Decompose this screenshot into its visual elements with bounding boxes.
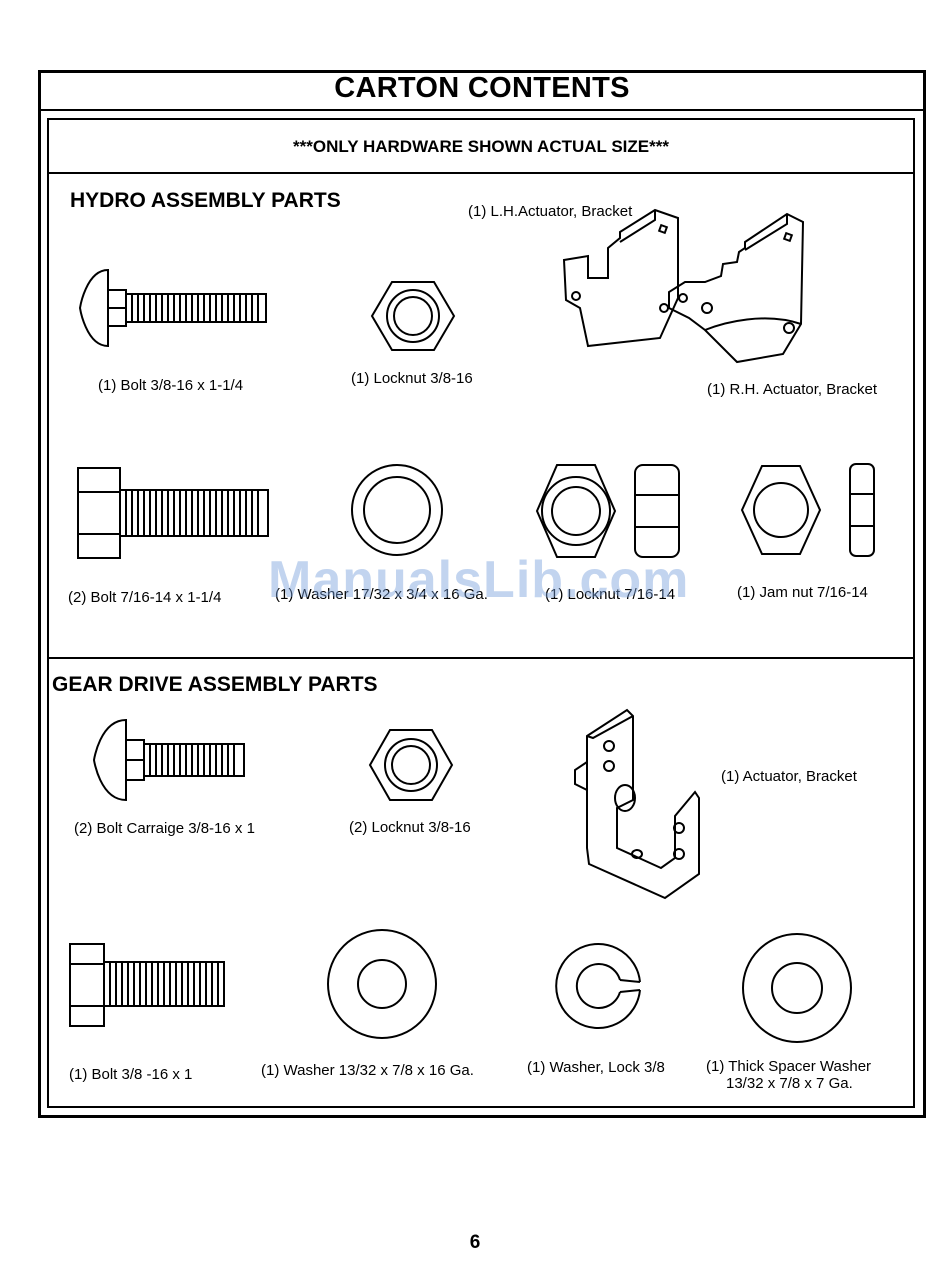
washer-icon xyxy=(351,464,443,556)
gear-washer-label: (1) Washer 13/32 x 7/8 x 16 Ga. xyxy=(261,1062,474,1079)
subtitle-divider xyxy=(47,172,915,174)
lh-bracket-icon xyxy=(562,208,679,348)
hydro-bolt-label: (1) Bolt 3/8-16 x 1-1/4 xyxy=(98,377,244,394)
spacer-washer-icon xyxy=(742,933,852,1043)
title-divider xyxy=(38,109,926,111)
lock-washer-label: (1) Washer, Lock 3/8 xyxy=(527,1059,665,1076)
lh-bracket-label: (1) L.H.Actuator, Bracket xyxy=(468,203,633,220)
section-divider xyxy=(47,657,915,659)
carriage-bolt-icon xyxy=(92,718,245,802)
hydro-locknut-label: (1) Locknut 3/8-16 xyxy=(351,370,473,387)
subtitle: ***ONLY HARDWARE SHOWN ACTUAL SIZE*** xyxy=(293,137,669,156)
page-title: CARTON CONTENTS xyxy=(334,72,630,104)
locknut-icon xyxy=(368,729,454,801)
actuator-bracket-icon xyxy=(574,708,700,900)
gear-heading: GEAR DRIVE ASSEMBLY PARTS xyxy=(52,673,378,696)
hydro-locknut-716-label: (1) Locknut 7/16-14 xyxy=(545,586,676,603)
spacer-washer-label: (1) Thick Spacer Washer 13/32 x 7/8 x 7 … xyxy=(706,1058,872,1092)
carriage-bolt-icon xyxy=(78,268,267,348)
inner-frame xyxy=(47,118,915,1108)
page-number: 6 xyxy=(469,1232,481,1253)
rh-bracket-label: (1) R.H. Actuator, Bracket xyxy=(707,381,878,398)
rh-bracket-icon xyxy=(668,212,805,364)
outer-frame xyxy=(38,70,926,1118)
jam-nut-label: (1) Jam nut 7/16-14 xyxy=(737,584,868,601)
hydro-washer-label: (1) Washer 17/32 x 3/4 x 16 Ga. xyxy=(275,586,488,603)
hydro-heading: HYDRO ASSEMBLY PARTS xyxy=(70,189,341,212)
lock-washer-icon xyxy=(555,943,641,1029)
jam-nut-icon xyxy=(740,463,875,557)
hex-bolt-icon xyxy=(69,943,225,1027)
locknut-icon xyxy=(370,281,456,351)
locknut-716-icon xyxy=(535,464,680,558)
gear-bolt-label: (2) Bolt Carraige 3/8-16 x 1 xyxy=(74,820,255,837)
actuator-bracket-label: (1) Actuator, Bracket xyxy=(721,768,857,785)
gear-locknut-label: (2) Locknut 3/8-16 xyxy=(349,819,471,836)
watermark: ManualsLib.com xyxy=(268,551,690,609)
hex-bolt-icon xyxy=(77,467,269,559)
hydro-hex-bolt-label: (2) Bolt 7/16-14 x 1-1/4 xyxy=(68,589,222,606)
gear-hex-bolt-label: (1) Bolt 3/8 -16 x 1 xyxy=(69,1066,193,1083)
washer-icon xyxy=(327,929,437,1039)
